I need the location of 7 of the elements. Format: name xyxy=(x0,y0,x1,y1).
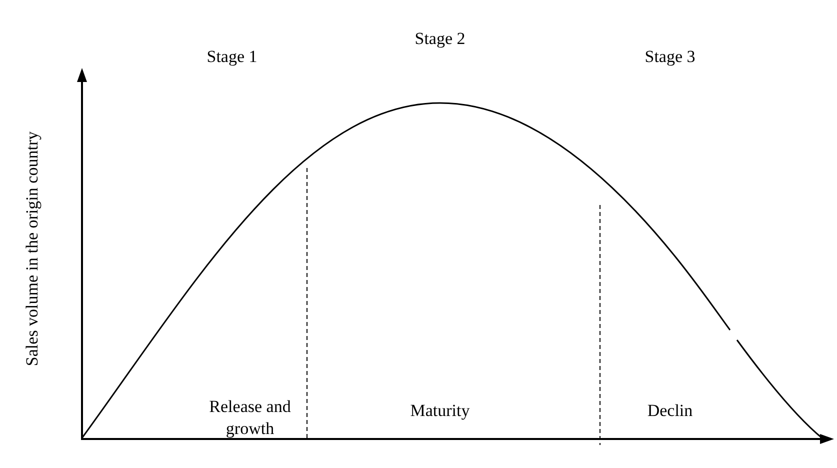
stage-label: Stage 2 xyxy=(414,29,466,48)
phase-label: Declin xyxy=(647,401,693,420)
stage-label: Stage 1 xyxy=(206,47,258,66)
axis-title: Sales volume in the origin country xyxy=(22,131,42,366)
phase-label: Maturity xyxy=(410,401,470,420)
stage-label: Stage 3 xyxy=(644,47,696,66)
phase-label: Release and growth xyxy=(209,397,291,438)
